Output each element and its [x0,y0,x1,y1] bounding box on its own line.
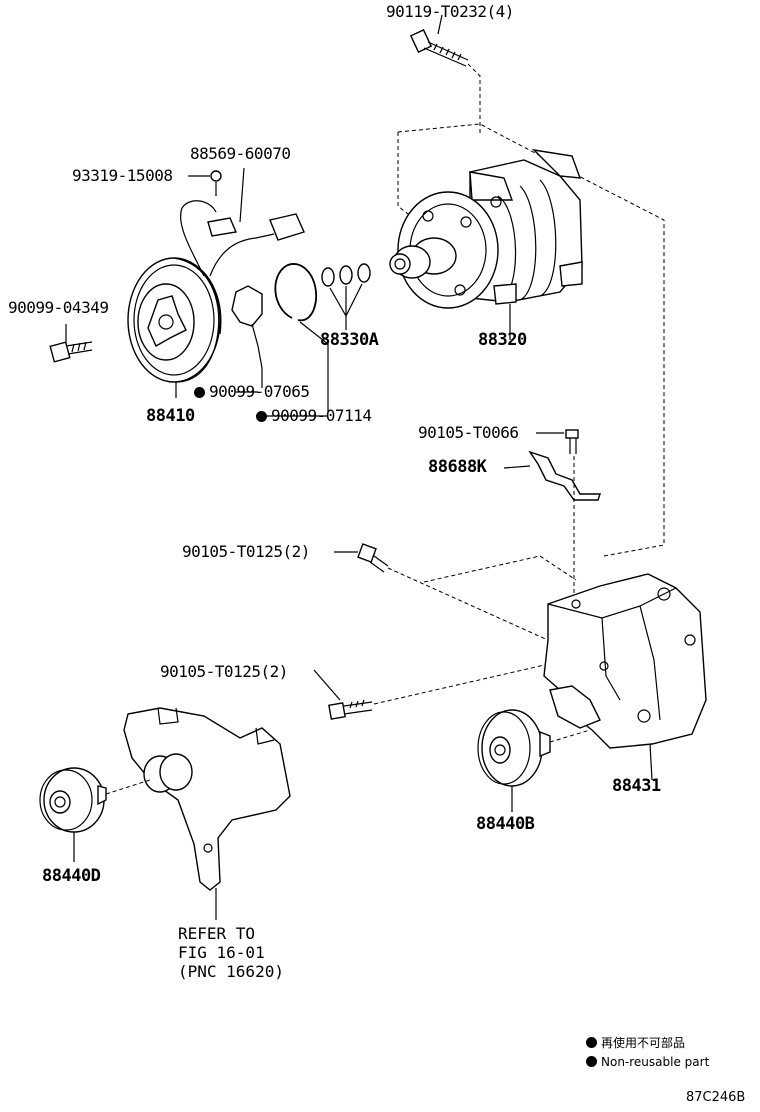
label-idler-d: 88440D [42,866,101,886]
compressor-drawing [389,123,665,557]
legend-dot-icon [586,1056,597,1067]
label-gasket-a: 90099-07065 [194,382,310,401]
legend-text-jp: 再使用不可部品 [601,1036,686,1050]
legend-text-en: Non-reusable part [601,1055,710,1069]
label-compressor: 88320 [478,330,527,350]
bolt-top-drawing [409,14,481,136]
label-bolt-bracket: 90105-T0066 [418,423,519,442]
figure-code: 87C246B [686,1090,746,1105]
label-clutch: 88410 [146,406,195,426]
mount-bracket-drawing [543,573,707,781]
legend-item-en: Non-reusable part [586,1055,709,1069]
bolt-mid-b-drawing [313,649,611,720]
label-gasket-a-text: 90099-07065 [209,382,310,401]
non-reusable-dot [256,411,267,422]
bolt-clutch-drawing [49,324,93,363]
legend-dot-icon [586,1037,597,1048]
non-reusable-dot [194,387,205,398]
wire-harness-drawing [180,167,305,277]
lower-bracket-drawing [123,707,291,920]
label-bolt-mid-a: 90105-T0125(2) [182,542,310,561]
label-mount-bracket: 88431 [612,776,661,796]
label-shim-set: 88330A [320,330,379,350]
leader-lines [188,175,328,417]
label-refer-note: REFER TO FIG 16-01 (PNC 16620) [178,924,284,981]
label-bolt-top: 90119-T0232(4) [386,2,514,21]
snap-ring-drawing [274,263,329,412]
idler-b-drawing [477,709,591,812]
shim-set-drawing [321,263,371,330]
label-bolt-mid-b: 90105-T0125(2) [160,662,288,681]
label-snap-ring: 90099-07114 [256,406,372,425]
label-bracket-k: 88688K [428,457,487,477]
label-wire-harness: 88569-60070 [190,144,291,163]
idler-d-drawing [39,767,151,862]
gasket-drawing [231,285,263,388]
clutch-drawing [127,257,222,398]
bracket-k-drawing [503,429,601,600]
label-screw-small: 93319-15008 [72,166,173,185]
label-bolt-clutch: 90099-04349 [8,298,109,317]
label-idler-b: 88440B [476,814,535,834]
legend-item-jp: 再使用不可部品 [586,1034,685,1051]
label-snap-ring-text: 90099-07114 [271,406,372,425]
